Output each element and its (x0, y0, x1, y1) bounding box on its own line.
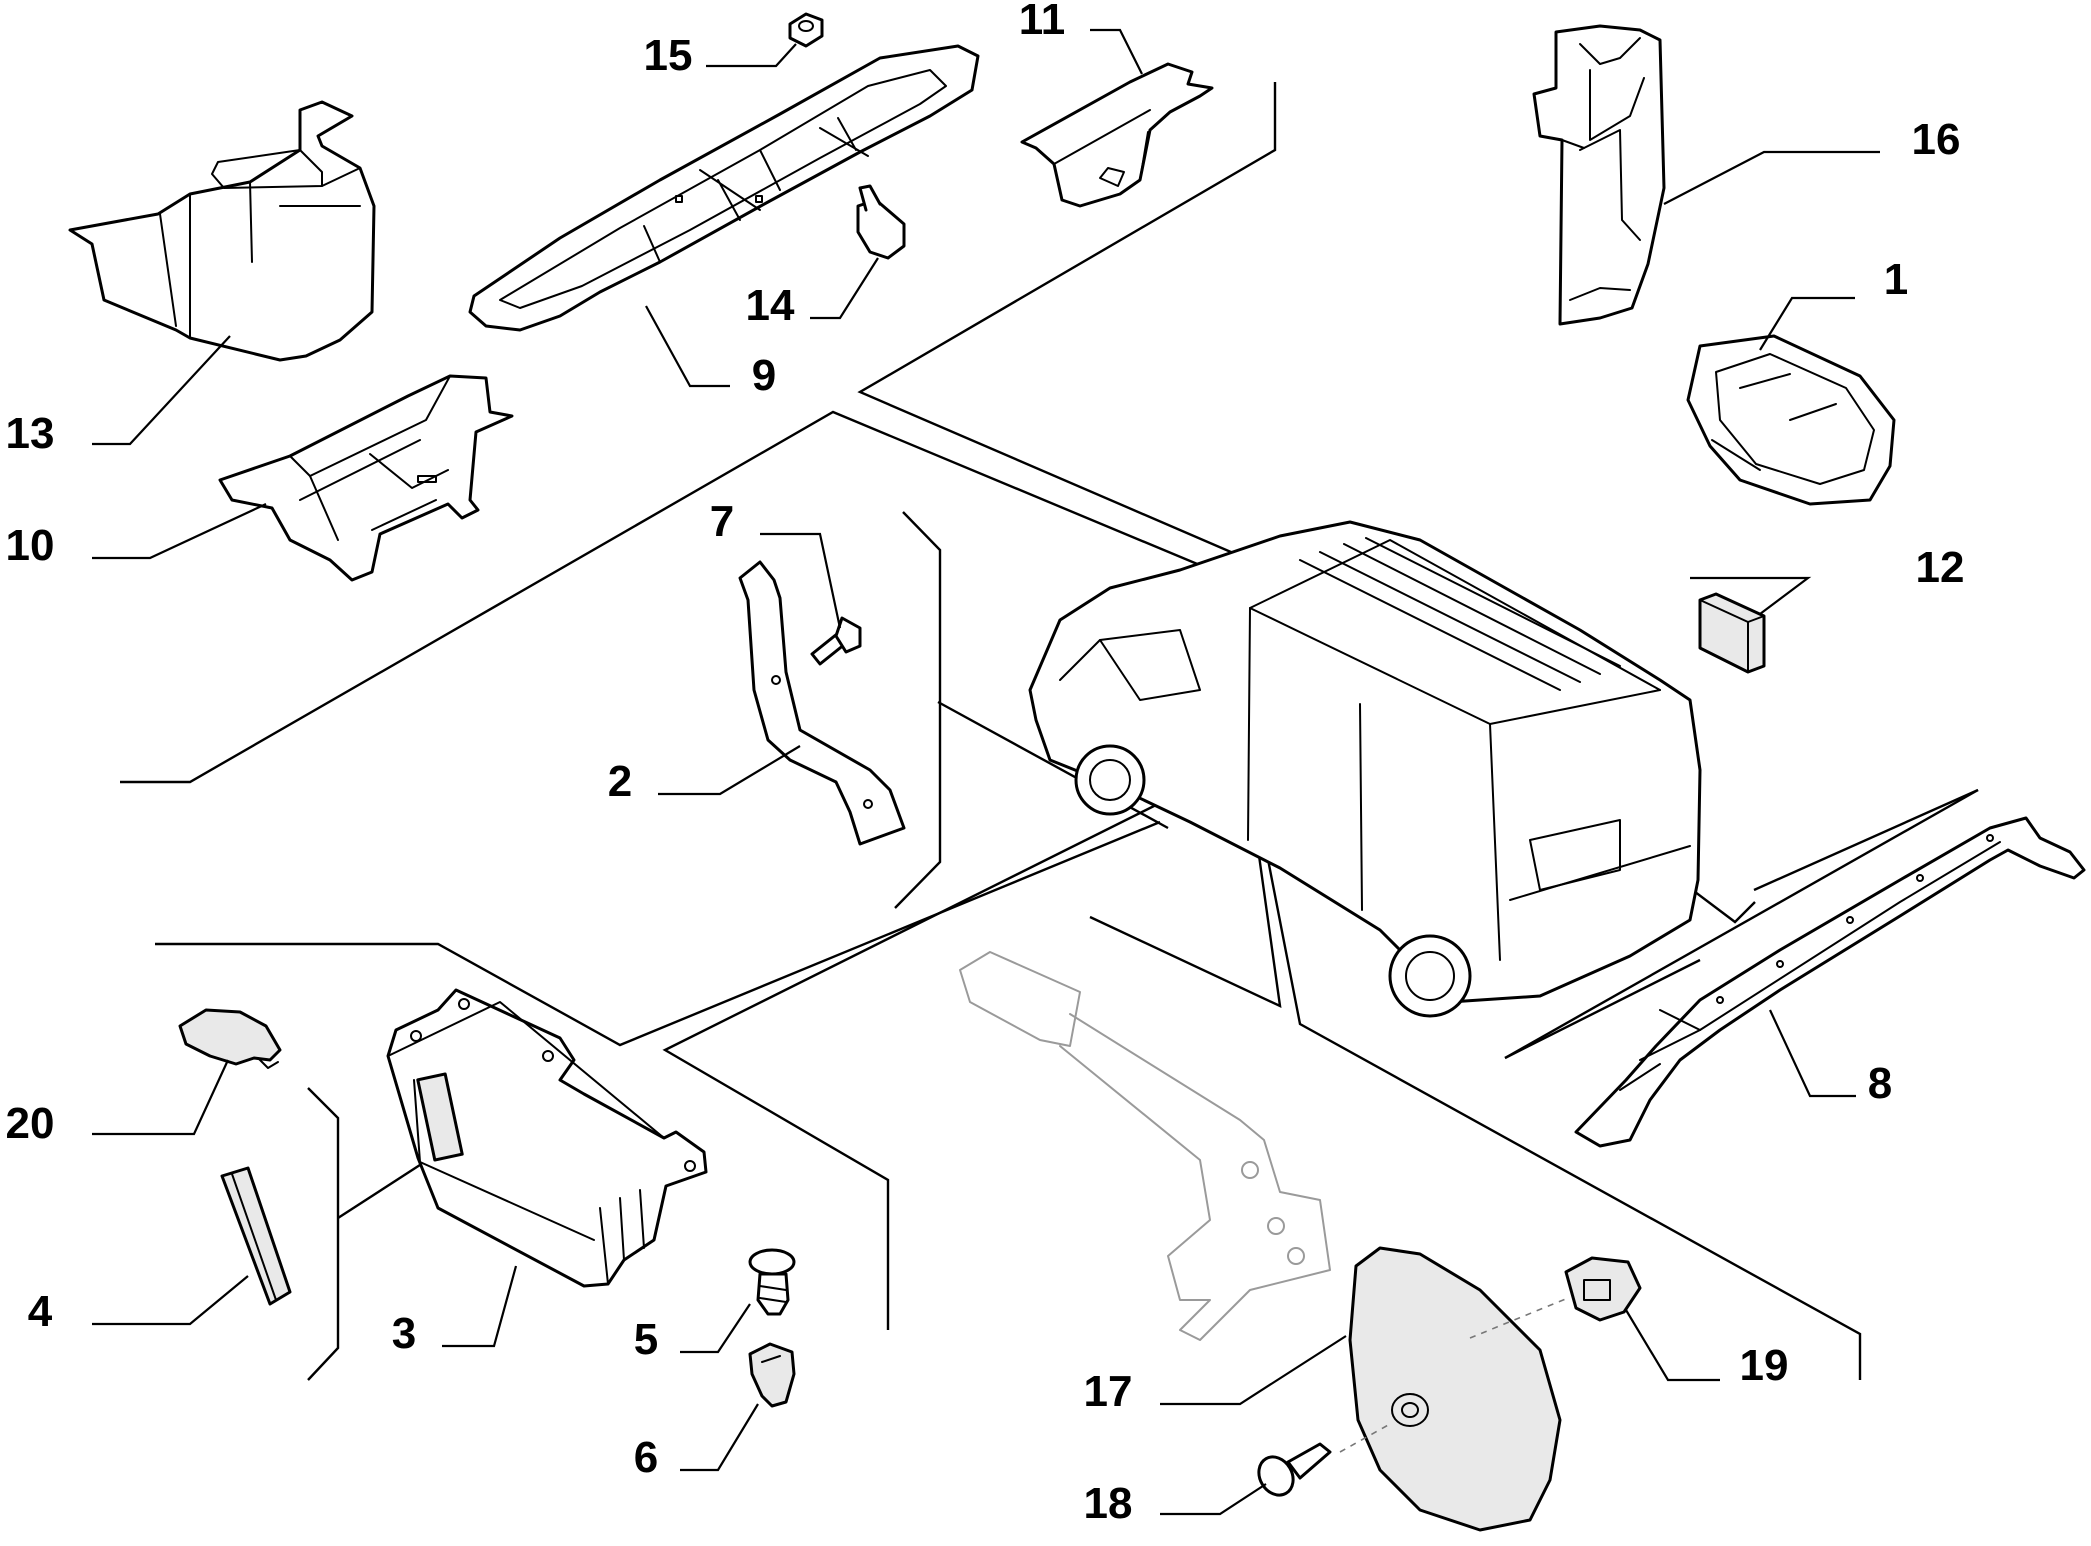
handbrake-lever (959, 951, 1331, 1341)
callout-8: 8 (1868, 1059, 1892, 1108)
part-13-housing (68, 100, 376, 362)
callout-5: 5 (634, 1315, 658, 1364)
callout-20: 20 (6, 1099, 55, 1148)
callout-10: 10 (6, 521, 55, 570)
callout-19: 19 (1740, 1341, 1789, 1390)
leader-lines (92, 28, 1880, 1516)
part-9-tray (468, 44, 980, 332)
callout-labels: 1 2 3 4 5 6 7 8 9 10 11 12 13 14 15 16 1… (6, 0, 1965, 1528)
part-20-cap (178, 1008, 282, 1069)
callout-6: 6 (634, 1433, 658, 1482)
part-17-cover (1348, 1246, 1562, 1532)
callout-14: 14 (746, 281, 795, 330)
callout-15: 15 (644, 31, 693, 80)
callout-12: 12 (1916, 543, 1965, 592)
callout-2: 2 (608, 757, 632, 806)
callout-13: 13 (6, 409, 55, 458)
part-8-sill (1574, 816, 2086, 1148)
part-7-bolt (810, 616, 862, 666)
part-5-clip (748, 1248, 796, 1316)
callout-17: 17 (1084, 1367, 1133, 1416)
part-6-clip (748, 1342, 796, 1408)
callout-7: 7 (710, 497, 734, 546)
part-2-strip (738, 560, 906, 846)
part-15-nut (788, 12, 824, 48)
alignment-dashes (1339, 1297, 1569, 1453)
part-18-screw (1257, 1442, 1332, 1497)
callout-16: 16 (1912, 115, 1961, 164)
callout-18: 18 (1084, 1479, 1133, 1528)
part-14-bolt (856, 184, 906, 260)
part-16-panel (1532, 24, 1666, 326)
callout-4: 4 (28, 1287, 53, 1336)
zone-dividers (120, 82, 1979, 1381)
part-3-bin (386, 988, 708, 1288)
part-4-strip (220, 1166, 292, 1306)
part-10-bracket (218, 374, 514, 582)
callout-9: 9 (752, 351, 776, 400)
part-12-block (1698, 592, 1766, 674)
callout-3: 3 (392, 1309, 416, 1358)
part-1-grommet (1686, 334, 1896, 506)
van-vehicle (1028, 520, 1702, 1018)
callout-1: 1 (1884, 255, 1908, 304)
callout-11: 11 (1019, 0, 1066, 44)
part-19-clip (1564, 1256, 1642, 1322)
part-11-bracket (1020, 62, 1214, 208)
